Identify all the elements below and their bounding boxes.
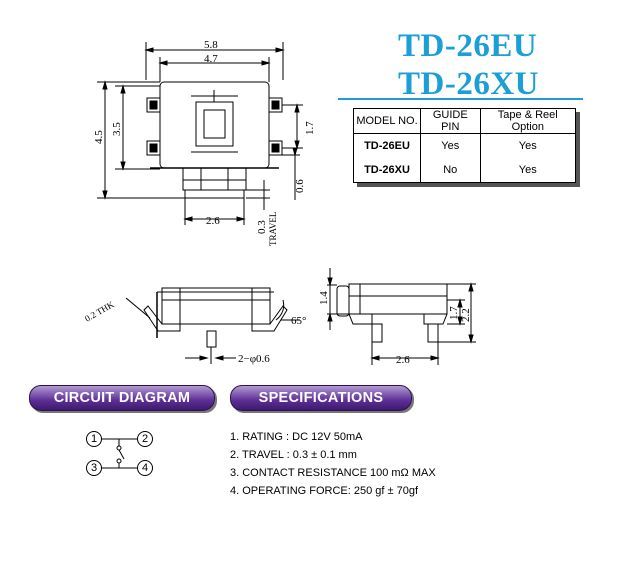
spec-rating: 1. RATING : DC 12V 50mA: [230, 431, 363, 443]
specifications-list: 1. RATING : DC 12V 50mA 2. TRAVEL : 0.3 …: [230, 428, 436, 500]
dim-travel-value: 0.3: [256, 220, 268, 234]
dim-side-height: 1.4: [318, 291, 330, 305]
dim-side-pin: 1.7: [448, 306, 460, 320]
model-cell: TD-26EU: [353, 133, 421, 158]
circuit-diagram: [101, 438, 137, 469]
dim-side-width: 2.6: [396, 354, 410, 366]
dim-actuator-width: 2.6: [206, 215, 220, 227]
guide-pin-cell: Yes: [420, 133, 481, 158]
model-cell: TD-26XU: [353, 158, 421, 183]
table-row: TD-26EU Yes Yes: [353, 133, 577, 158]
spec-operating-force: 4. OPERATING FORCE: 250 gf ± 70gf: [230, 485, 419, 497]
side-view-drawing: [327, 268, 476, 365]
dim-side-total: 2.2: [460, 308, 472, 322]
dim-pin-width: 0.6: [294, 179, 306, 193]
circuit-pin-1: 1: [86, 431, 102, 447]
option-table: MODEL NO. GUIDE PIN Tape & Reel Option T…: [353, 108, 577, 183]
dim-thickness: 0.2 THK: [83, 299, 116, 324]
option-table-header: MODEL NO. GUIDE PIN Tape & Reel Option: [353, 108, 577, 134]
circuit-pin-3: 3: [86, 460, 102, 476]
dim-travel-label: TRAVEL: [268, 212, 278, 246]
top-view-drawing: [97, 42, 303, 225]
dim-angle: 65°: [291, 315, 306, 327]
specifications-banner: SPECIFICATIONS: [230, 385, 412, 411]
dim-height-total: 4.5: [93, 130, 105, 144]
dim-width-body: 4.7: [204, 53, 218, 65]
dim-pin-pitch: 1.7: [304, 121, 316, 135]
product-title-eu: TD-26EU: [398, 28, 538, 64]
title-underline: [338, 98, 583, 100]
dim-width-outer: 5.8: [204, 39, 218, 51]
spec-travel: 2. TRAVEL : 0.3 ± 0.1 mm: [230, 449, 357, 461]
spec-contact-resistance: 3. CONTACT RESISTANCE 100 mΩ MAX: [230, 467, 436, 479]
header-guide-pin: GUIDE PIN: [420, 108, 481, 134]
circuit-diagram-banner: CIRCUIT DIAGRAM: [29, 385, 215, 411]
front-view-drawing: [125, 287, 300, 364]
circuit-pin-4: 4: [137, 460, 153, 476]
product-title-xu: TD-26XU: [398, 66, 539, 102]
dim-pin-diameter: 2−φ0.6: [238, 353, 270, 365]
header-tape-reel: Tape & Reel Option: [479, 108, 577, 134]
guide-pin-cell: No: [420, 158, 481, 183]
circuit-pin-2: 2: [137, 431, 153, 447]
table-row: TD-26XU No Yes: [353, 158, 577, 183]
dim-height-body: 3.5: [111, 122, 123, 136]
tape-reel-cell: Yes: [479, 133, 577, 158]
tape-reel-cell: Yes: [479, 158, 577, 183]
header-model: MODEL NO.: [353, 108, 421, 134]
